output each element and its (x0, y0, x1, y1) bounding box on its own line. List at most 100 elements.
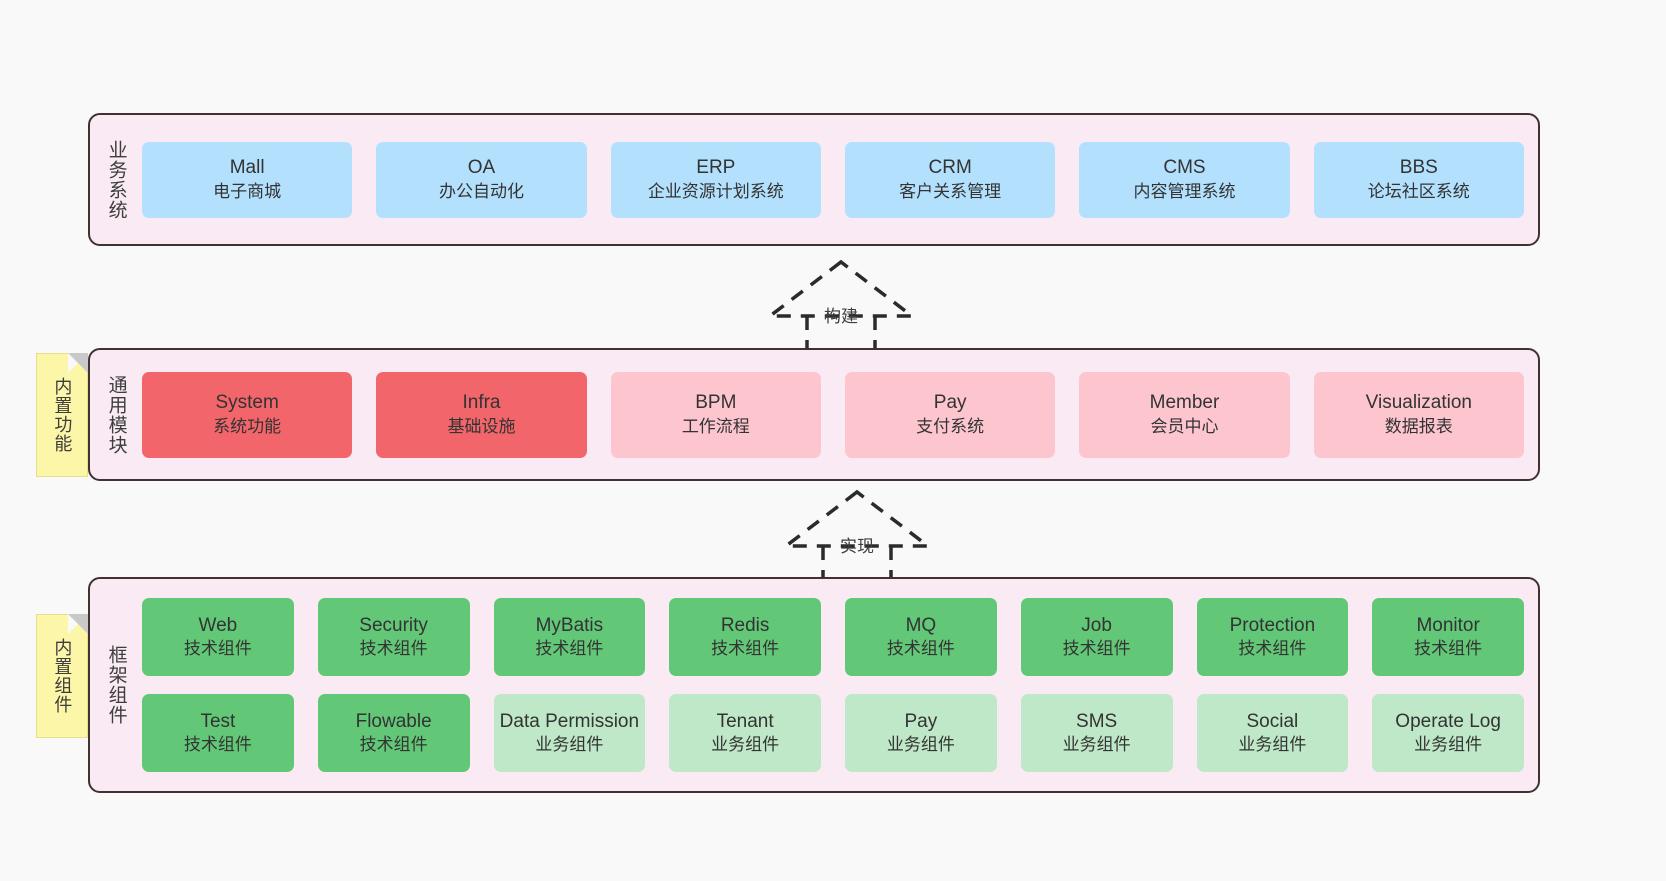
card-title: Test (200, 710, 236, 732)
connector-label-implement: 实现 (840, 537, 874, 556)
card-erp[interactable]: ERP 企业资源计划系统 (610, 141, 821, 218)
card-tenant[interactable]: Tenant 业务组件 (669, 694, 821, 772)
card-title: Visualization (1365, 392, 1472, 414)
card-row: Test 技术组件 Flowable 技术组件 Data Permission … (142, 694, 1524, 772)
card-monitor[interactable]: Monitor 技术组件 (1372, 598, 1524, 676)
layer-label-business: 业务系统 (105, 139, 127, 220)
card-sms[interactable]: SMS 业务组件 (1020, 694, 1173, 772)
card-subtitle: 技术组件 (359, 735, 428, 755)
card-job[interactable]: Job 技术组件 (1020, 598, 1173, 676)
card-title: SMS (1076, 710, 1118, 732)
card-subtitle: 客户关系管理 (899, 181, 1002, 201)
layer-common-module: 通用模块 System 系统功能 Infra 基础设施 BPM 工作流程 Pay… (88, 348, 1540, 481)
layer-label-framework: 框架组件 (105, 645, 127, 725)
card-subtitle: 业务组件 (1062, 735, 1131, 755)
layer-label-common: 通用模块 (105, 374, 127, 455)
card-infra[interactable]: Infra 基础设施 (376, 371, 587, 458)
card-subtitle: 电子商城 (213, 181, 282, 201)
card-subtitle: 业务组件 (535, 735, 604, 755)
card-subtitle: 数据报表 (1384, 416, 1453, 436)
card-subtitle: 基础设施 (447, 416, 516, 436)
card-title: Web (198, 614, 238, 636)
note-builtin-feature: 内置功能 (36, 353, 88, 477)
card-title: Security (359, 614, 428, 636)
card-title: OA (467, 157, 496, 179)
card-subtitle: 技术组件 (359, 639, 428, 659)
card-social[interactable]: Social 业务组件 (1196, 694, 1349, 772)
connector-build: 构建 (756, 258, 926, 353)
card-operate-log[interactable]: Operate Log 业务组件 (1372, 694, 1524, 772)
card-bbs[interactable]: BBS 论坛社区系统 (1313, 141, 1524, 218)
card-subtitle: 支付系统 (916, 416, 985, 436)
layer-business-system: 业务系统 Mall 电子商城 OA 办公自动化 ERP 企业资源计划系统 CRM… (88, 113, 1540, 246)
note-fold-icon (68, 614, 88, 634)
card-subtitle: 系统功能 (213, 416, 282, 436)
card-title: CMS (1163, 157, 1206, 179)
card-system[interactable]: System 系统功能 (142, 371, 353, 458)
card-title: Pay (904, 710, 938, 732)
connector-implement: 实现 (772, 488, 942, 583)
card-title: Mall (229, 157, 265, 179)
card-web[interactable]: Web 技术组件 (142, 598, 294, 676)
card-data-permission[interactable]: Data Permission 业务组件 (493, 694, 646, 772)
card-bpm[interactable]: BPM 工作流程 (610, 371, 821, 458)
card-subtitle: 技术组件 (886, 639, 955, 659)
card-security[interactable]: Security 技术组件 (317, 598, 470, 676)
note-fold-icon (68, 353, 88, 373)
note-label: 内置组件 (52, 638, 73, 714)
card-subtitle: 技术组件 (711, 639, 780, 659)
card-title: Flowable (355, 710, 432, 732)
card-subtitle: 办公自动化 (438, 181, 524, 201)
note-builtin-component: 内置组件 (36, 614, 88, 738)
card-title: Pay (933, 392, 967, 414)
card-pay-component[interactable]: Pay 业务组件 (845, 694, 997, 772)
card-title: BPM (695, 392, 737, 414)
layer-body-business: Mall 电子商城 OA 办公自动化 ERP 企业资源计划系统 CRM 客户关系… (142, 115, 1538, 244)
card-mybatis[interactable]: MyBatis 技术组件 (493, 598, 646, 676)
card-subtitle: 技术组件 (1414, 639, 1483, 659)
card-title: MQ (905, 614, 937, 636)
card-title: BBS (1399, 157, 1438, 179)
card-subtitle: 技术组件 (183, 735, 252, 755)
card-title: Data Permission (499, 710, 640, 732)
card-subtitle: 企业资源计划系统 (647, 181, 784, 201)
card-mall[interactable]: Mall 电子商城 (142, 141, 353, 218)
layer-body-common: System 系统功能 Infra 基础设施 BPM 工作流程 Pay 支付系统… (142, 350, 1538, 479)
card-subtitle: 技术组件 (183, 639, 252, 659)
layer-framework-component: 框架组件 Web 技术组件 Security 技术组件 MyBatis 技术组件… (88, 577, 1540, 793)
card-subtitle: 技术组件 (1062, 639, 1131, 659)
card-subtitle: 业务组件 (711, 735, 780, 755)
card-title: Operate Log (1395, 710, 1501, 732)
card-subtitle: 技术组件 (1238, 639, 1307, 659)
card-pay[interactable]: Pay 支付系统 (844, 371, 1056, 458)
card-title: System (215, 392, 279, 414)
card-title: Social (1246, 710, 1299, 732)
card-oa[interactable]: OA 办公自动化 (376, 141, 587, 218)
card-row: System 系统功能 Infra 基础设施 BPM 工作流程 Pay 支付系统… (142, 371, 1524, 458)
card-title: Infra (462, 392, 501, 414)
card-subtitle: 技术组件 (535, 639, 604, 659)
card-row: Web 技术组件 Security 技术组件 MyBatis 技术组件 Redi… (142, 598, 1524, 676)
card-subtitle: 工作流程 (681, 416, 750, 436)
card-visualization[interactable]: Visualization 数据报表 (1313, 371, 1524, 458)
card-test[interactable]: Test 技术组件 (142, 694, 294, 772)
card-protection[interactable]: Protection 技术组件 (1196, 598, 1349, 676)
card-subtitle: 内容管理系统 (1133, 181, 1236, 201)
card-cms[interactable]: CMS 内容管理系统 (1079, 141, 1290, 218)
card-subtitle: 会员中心 (1150, 416, 1219, 436)
card-member[interactable]: Member 会员中心 (1079, 371, 1290, 458)
card-subtitle: 业务组件 (886, 735, 955, 755)
card-subtitle: 业务组件 (1414, 735, 1483, 755)
card-crm[interactable]: CRM 客户关系管理 (844, 141, 1056, 218)
card-flowable[interactable]: Flowable 技术组件 (317, 694, 470, 772)
note-label: 内置功能 (52, 377, 73, 453)
card-mq[interactable]: MQ 技术组件 (845, 598, 997, 676)
card-title: Member (1149, 392, 1220, 414)
card-title: CRM (928, 157, 972, 179)
card-row: Mall 电子商城 OA 办公自动化 ERP 企业资源计划系统 CRM 客户关系… (142, 141, 1524, 218)
card-redis[interactable]: Redis 技术组件 (669, 598, 821, 676)
card-title: Job (1081, 614, 1112, 636)
card-subtitle: 论坛社区系统 (1367, 181, 1470, 201)
card-title: Protection (1229, 614, 1316, 636)
